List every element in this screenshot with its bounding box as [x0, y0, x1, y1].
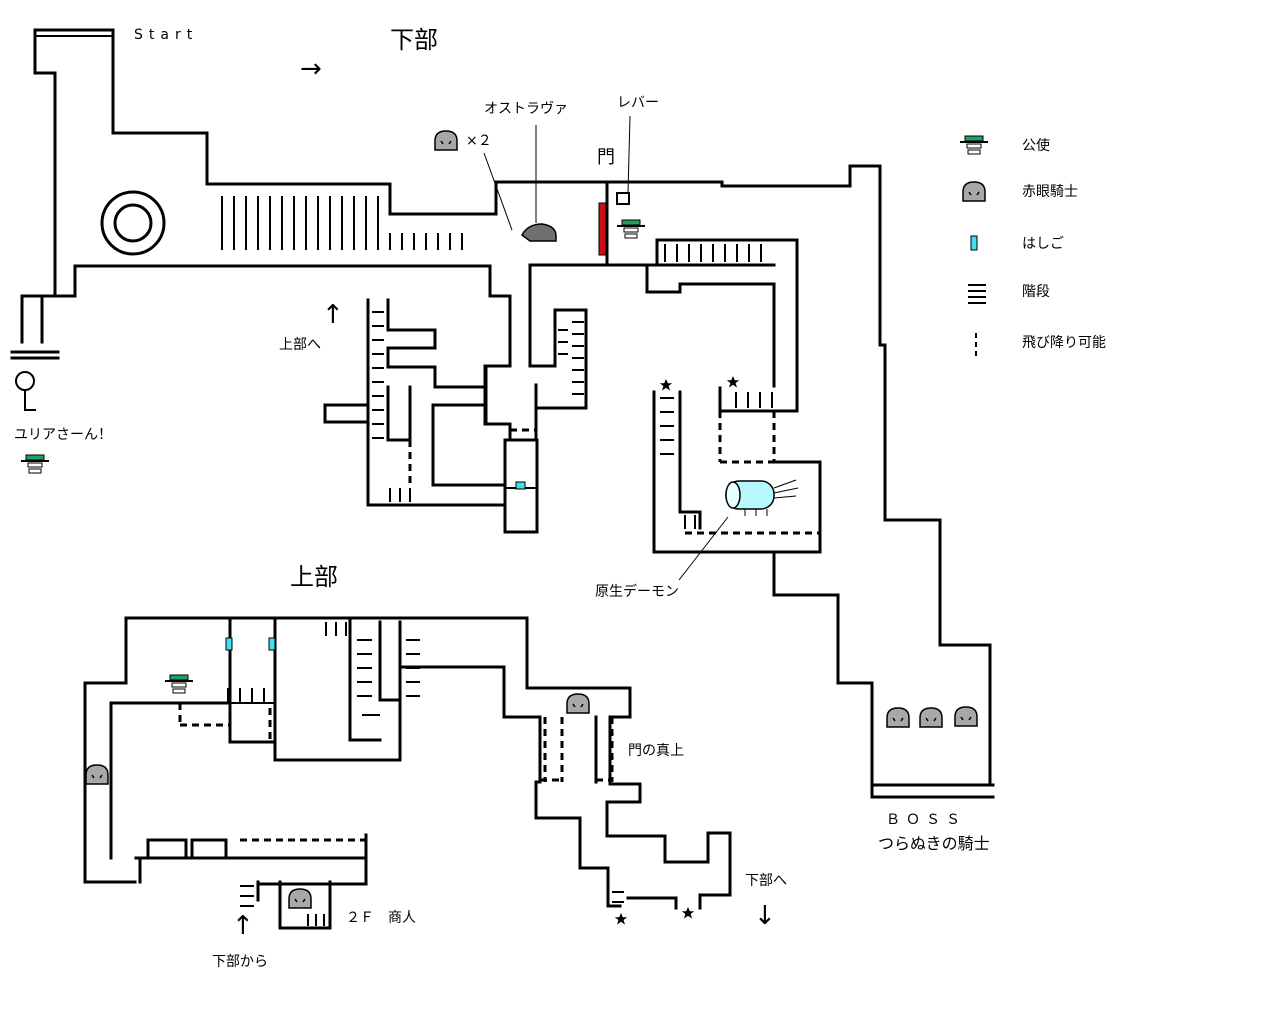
lower-section: [10, 28, 995, 799]
merchant-label: ２Ｆ 商人: [346, 910, 416, 926]
arrow-up-icon-upper: ↑: [232, 911, 254, 941]
red-eye-knight-icon: [962, 181, 986, 202]
to-upper-label: 上部へ: [279, 337, 321, 353]
legend-ladder-label: はしご: [1022, 236, 1064, 252]
arrow-up-icon: ↑: [322, 300, 344, 330]
start-label: Start: [134, 27, 199, 43]
primeval-demon-label: 原生デーモン: [595, 584, 679, 600]
lever-label: レバー: [617, 95, 659, 111]
ladder-icon: [970, 235, 978, 251]
boss-name: つらぬきの騎士: [878, 834, 990, 853]
envoy-icon: [959, 135, 989, 155]
yuria-label: ユリアさーん！: [14, 427, 112, 443]
arrow-down-icon: ↓: [754, 901, 776, 931]
legend-knight-label: 赤眼騎士: [1022, 184, 1078, 200]
lower-section-title: 下部: [390, 26, 438, 54]
legend: [959, 135, 989, 358]
legend-stairs-label: 階段: [1022, 284, 1050, 300]
boss-label: ＢＯＳＳ: [886, 812, 966, 828]
primeval-demon-icon: [725, 479, 799, 516]
arrow-right-icon: →: [300, 54, 322, 84]
ostrava-label: オストラヴァ: [484, 101, 568, 117]
red-eye-count: ×２: [466, 133, 492, 149]
legend-envoy-label: 公使: [1022, 138, 1050, 154]
upper-section-title: 上部: [290, 563, 338, 591]
above-gate-label: 門の真上: [628, 743, 684, 759]
gate-label: 門: [597, 147, 615, 168]
ostrava-icon: [521, 223, 557, 242]
key-icon: [15, 371, 36, 411]
stairs-icon: [968, 284, 986, 304]
to-lower-label: 下部へ: [745, 873, 787, 889]
upper-section: [83, 616, 732, 930]
from-lower-label: 下部から: [212, 954, 268, 970]
legend-drop-label: 飛び降り可能: [1022, 335, 1106, 351]
